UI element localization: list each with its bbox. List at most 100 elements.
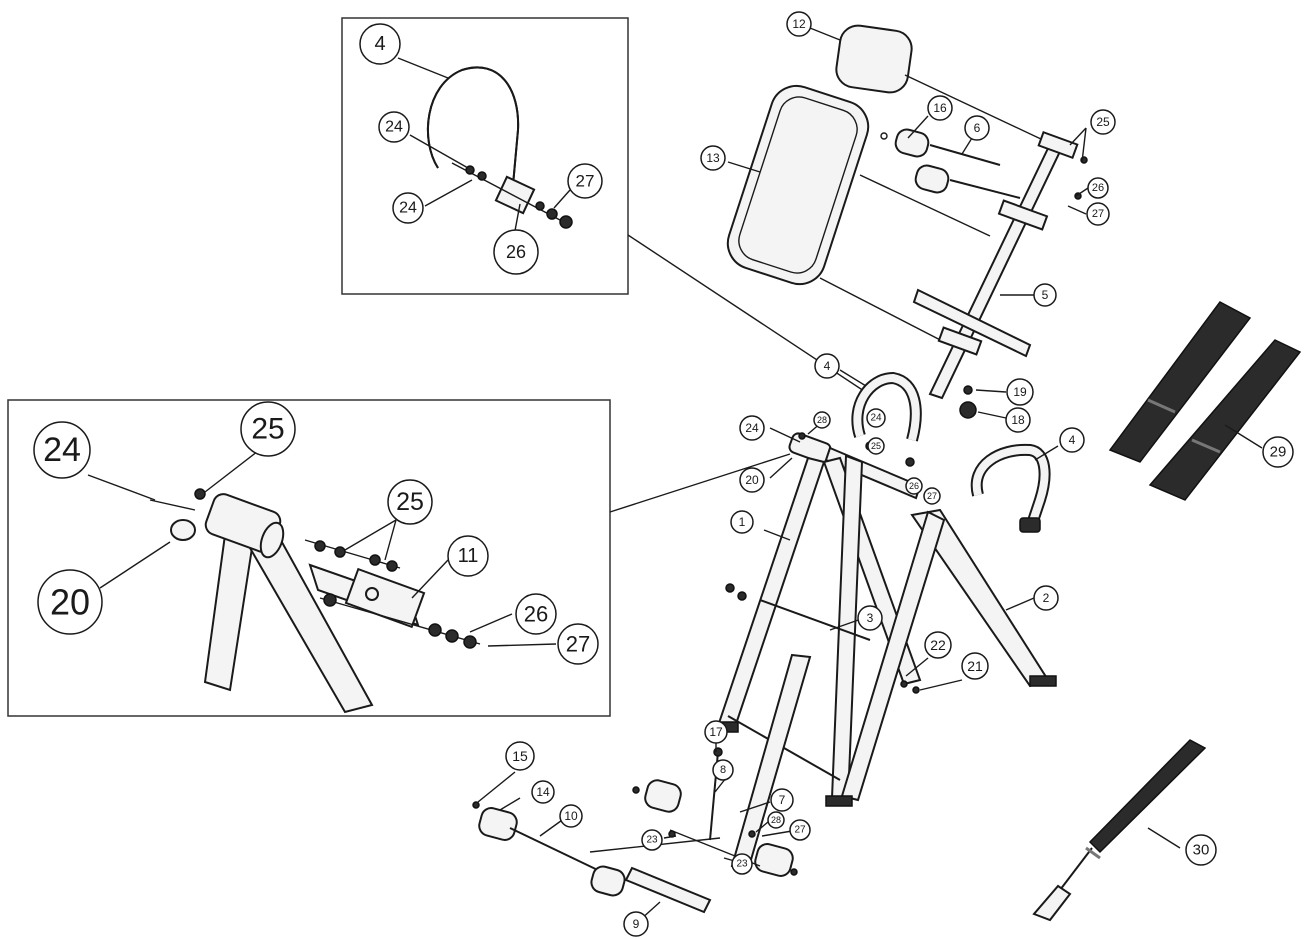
callout-inset1-24b: 24 xyxy=(392,192,424,224)
svg-text:25: 25 xyxy=(396,488,424,516)
callout-21: 21 xyxy=(961,652,989,680)
svg-text:30: 30 xyxy=(1193,842,1210,859)
svg-text:24: 24 xyxy=(385,119,403,136)
svg-text:15: 15 xyxy=(512,748,528,764)
callout-19: 19 xyxy=(1006,378,1034,406)
main-assembly xyxy=(472,24,1302,922)
svg-text:27: 27 xyxy=(566,632,590,657)
svg-text:4: 4 xyxy=(1069,433,1076,447)
svg-text:26: 26 xyxy=(1092,182,1104,194)
callout-4-mid: 4 xyxy=(814,353,840,379)
callout-4-right: 4 xyxy=(1059,427,1085,453)
callout-inset2-26: 26 xyxy=(515,593,557,635)
svg-text:6: 6 xyxy=(974,121,981,135)
svg-text:17: 17 xyxy=(709,725,723,739)
svg-text:1: 1 xyxy=(739,515,746,529)
svg-text:21: 21 xyxy=(967,658,983,674)
callout-inset1-27: 27 xyxy=(567,163,603,199)
svg-text:19: 19 xyxy=(1013,385,1027,399)
svg-text:4: 4 xyxy=(374,33,385,55)
svg-text:29: 29 xyxy=(1270,444,1287,461)
callout-inset1-26: 26 xyxy=(493,229,539,275)
callout-18: 18 xyxy=(1005,407,1031,433)
callout-14: 14 xyxy=(531,780,555,804)
svg-text:18: 18 xyxy=(1011,413,1025,427)
svg-text:2: 2 xyxy=(1043,591,1050,605)
callout-30: 30 xyxy=(1185,834,1217,866)
callout-12: 12 xyxy=(786,11,812,37)
callout-24-mid: 24 xyxy=(739,415,765,441)
svg-text:26: 26 xyxy=(506,242,526,262)
svg-text:24: 24 xyxy=(43,431,81,469)
callout-24-small: 24 xyxy=(866,408,886,428)
callout-inset2-24: 24 xyxy=(33,421,91,479)
callout-27-mid: 27 xyxy=(923,487,941,505)
svg-text:27: 27 xyxy=(927,491,937,501)
callout-22: 22 xyxy=(924,631,952,659)
svg-text:10: 10 xyxy=(564,809,578,823)
svg-text:25: 25 xyxy=(251,413,284,446)
callout-8: 8 xyxy=(712,759,734,781)
svg-text:27: 27 xyxy=(794,825,806,836)
callout-6: 6 xyxy=(964,115,990,141)
svg-text:24: 24 xyxy=(399,200,417,217)
callout-28: 28 xyxy=(813,411,831,429)
callout-1: 1 xyxy=(730,510,754,534)
svg-text:28: 28 xyxy=(817,415,827,425)
svg-text:23: 23 xyxy=(736,859,748,870)
svg-text:11: 11 xyxy=(458,545,479,567)
svg-text:9: 9 xyxy=(633,917,640,931)
svg-text:25: 25 xyxy=(871,441,881,451)
callout-27-low: 27 xyxy=(789,819,811,841)
callout-inset2-27: 27 xyxy=(557,623,599,665)
callout-26-top: 26 xyxy=(1087,177,1109,199)
callout-5: 5 xyxy=(1033,283,1057,307)
callout-25-small: 25 xyxy=(867,437,885,455)
callout-29: 29 xyxy=(1262,436,1294,468)
svg-text:22: 22 xyxy=(930,637,946,653)
callout-inset1-4: 4 xyxy=(359,23,401,65)
callout-9: 9 xyxy=(623,911,649,937)
svg-text:7: 7 xyxy=(779,793,786,807)
svg-text:27: 27 xyxy=(576,172,595,191)
svg-text:23: 23 xyxy=(646,835,658,846)
svg-text:25: 25 xyxy=(1096,115,1110,129)
svg-text:28: 28 xyxy=(771,815,781,825)
handle-detail-inset xyxy=(341,17,629,295)
svg-text:27: 27 xyxy=(1092,208,1104,220)
callout-7: 7 xyxy=(770,788,794,812)
svg-text:26: 26 xyxy=(909,481,919,491)
callout-20-small: 20 xyxy=(739,467,765,493)
svg-text:26: 26 xyxy=(524,602,548,627)
callout-25-top: 25 xyxy=(1090,109,1116,135)
svg-text:12: 12 xyxy=(792,17,806,31)
svg-text:4: 4 xyxy=(824,359,831,373)
svg-text:14: 14 xyxy=(536,785,550,799)
svg-text:24: 24 xyxy=(745,421,759,435)
callout-inset2-25b: 25 xyxy=(387,479,433,525)
callout-inset1-24a: 24 xyxy=(378,111,410,143)
callout-28-low: 28 xyxy=(767,811,785,829)
svg-text:8: 8 xyxy=(720,764,726,776)
callout-23-a: 23 xyxy=(641,829,663,851)
callout-inset2-25a: 25 xyxy=(240,401,296,457)
callout-17: 17 xyxy=(704,720,728,744)
callout-inset2-11: 11 xyxy=(447,535,489,577)
callout-10: 10 xyxy=(559,804,583,828)
svg-text:16: 16 xyxy=(933,101,947,115)
svg-text:13: 13 xyxy=(706,151,720,165)
callout-3: 3 xyxy=(857,605,883,631)
svg-text:3: 3 xyxy=(867,611,874,625)
svg-text:24: 24 xyxy=(870,413,882,424)
callout-15: 15 xyxy=(505,741,535,771)
callout-23-b: 23 xyxy=(731,853,753,875)
callout-13: 13 xyxy=(700,145,726,171)
callout-inset2-20: 20 xyxy=(37,569,103,635)
callout-2: 2 xyxy=(1033,585,1059,611)
callout-16: 16 xyxy=(927,95,953,121)
callout-27-top: 27 xyxy=(1086,202,1110,226)
svg-text:20: 20 xyxy=(50,582,90,623)
pivot-detail-inset xyxy=(7,399,611,717)
svg-text:20: 20 xyxy=(745,473,759,487)
